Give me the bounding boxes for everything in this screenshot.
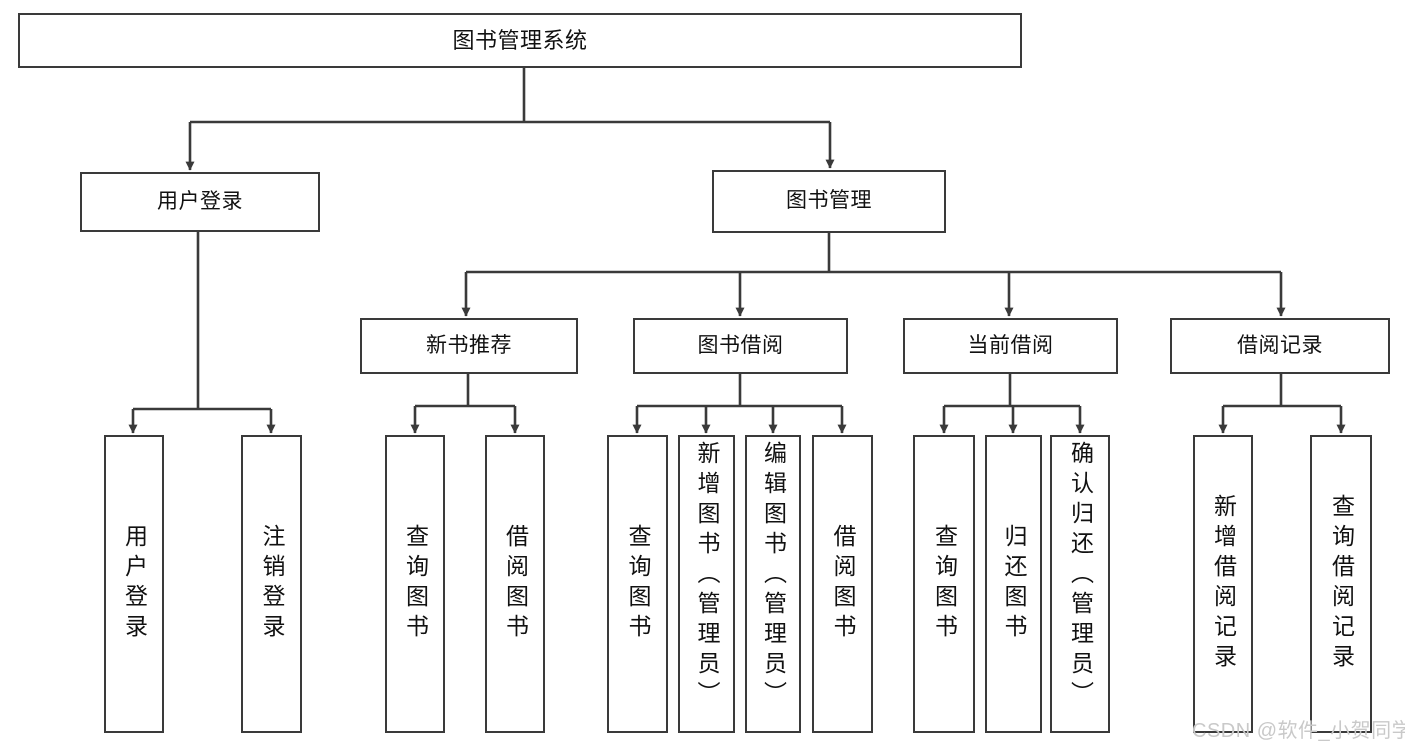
leaf-add-borrow-record-label: 新增借阅记录 bbox=[1210, 494, 1237, 674]
leaf-query-borrow-record-label: 查询借阅记录 bbox=[1328, 494, 1355, 674]
node-new-book-recommend-label: 新书推荐 bbox=[426, 333, 512, 357]
node-book-manage-label: 图书管理 bbox=[786, 189, 872, 213]
node-borrow-record[interactable]: 借阅记录 bbox=[1170, 318, 1390, 374]
node-user-login-label: 用户登录 bbox=[157, 189, 243, 213]
node-borrow-record-label: 借阅记录 bbox=[1237, 333, 1323, 357]
node-book-manage[interactable]: 图书管理 bbox=[712, 170, 946, 233]
leaf-add-borrow-record[interactable]: 新增借阅记录 bbox=[1193, 435, 1253, 733]
leaf-edit-book-admin[interactable]: 编辑图书（管理员） bbox=[745, 435, 801, 733]
leaf-query-book-3[interactable]: 查询图书 bbox=[913, 435, 975, 733]
node-book-borrow-label: 图书借阅 bbox=[697, 333, 784, 357]
csdn-watermark-label: CSDN @软件_小贺同学 bbox=[1192, 720, 1405, 742]
leaf-query-book-1-label: 查询图书 bbox=[402, 524, 429, 644]
node-root[interactable]: 图书管理系统 bbox=[18, 13, 1022, 68]
leaf-user-login[interactable]: 用户登录 bbox=[104, 435, 164, 733]
csdn-watermark: CSDN @软件_小贺同学 bbox=[1192, 714, 1405, 743]
leaf-query-book-3-label: 查询图书 bbox=[931, 524, 958, 644]
leaf-return-book[interactable]: 归还图书 bbox=[985, 435, 1042, 733]
leaf-borrow-book-1[interactable]: 借阅图书 bbox=[485, 435, 545, 733]
node-book-borrow[interactable]: 图书借阅 bbox=[633, 318, 848, 374]
leaf-borrow-book-1-label: 借阅图书 bbox=[502, 524, 529, 644]
node-root-label: 图书管理系统 bbox=[452, 27, 588, 53]
leaf-user-login-label: 用户登录 bbox=[121, 524, 148, 644]
leaf-user-logout-label: 注销登录 bbox=[259, 524, 285, 644]
node-new-book-recommend[interactable]: 新书推荐 bbox=[360, 318, 578, 374]
node-user-login[interactable]: 用户登录 bbox=[80, 172, 320, 232]
leaf-query-book-1[interactable]: 查询图书 bbox=[385, 435, 445, 733]
leaf-user-logout[interactable]: 注销登录 bbox=[241, 435, 302, 733]
leaf-add-book-admin-label: 新增图书（管理员） bbox=[694, 441, 720, 711]
leaf-borrow-book-2[interactable]: 借阅图书 bbox=[812, 435, 873, 733]
leaf-confirm-return-admin[interactable]: 确认归还（管理员） bbox=[1050, 435, 1110, 733]
leaf-query-borrow-record[interactable]: 查询借阅记录 bbox=[1310, 435, 1372, 733]
leaf-edit-book-admin-label: 编辑图书（管理员） bbox=[760, 441, 787, 711]
leaf-query-book-2[interactable]: 查询图书 bbox=[607, 435, 668, 733]
leaf-query-book-2-label: 查询图书 bbox=[625, 524, 651, 644]
leaf-confirm-return-admin-label: 确认归还（管理员） bbox=[1067, 441, 1094, 711]
leaf-borrow-book-2-label: 借阅图书 bbox=[830, 524, 856, 644]
leaf-add-book-admin[interactable]: 新增图书（管理员） bbox=[678, 435, 735, 733]
node-current-borrow[interactable]: 当前借阅 bbox=[903, 318, 1118, 374]
node-current-borrow-label: 当前借阅 bbox=[967, 333, 1054, 357]
leaf-return-book-label: 归还图书 bbox=[1001, 524, 1027, 644]
